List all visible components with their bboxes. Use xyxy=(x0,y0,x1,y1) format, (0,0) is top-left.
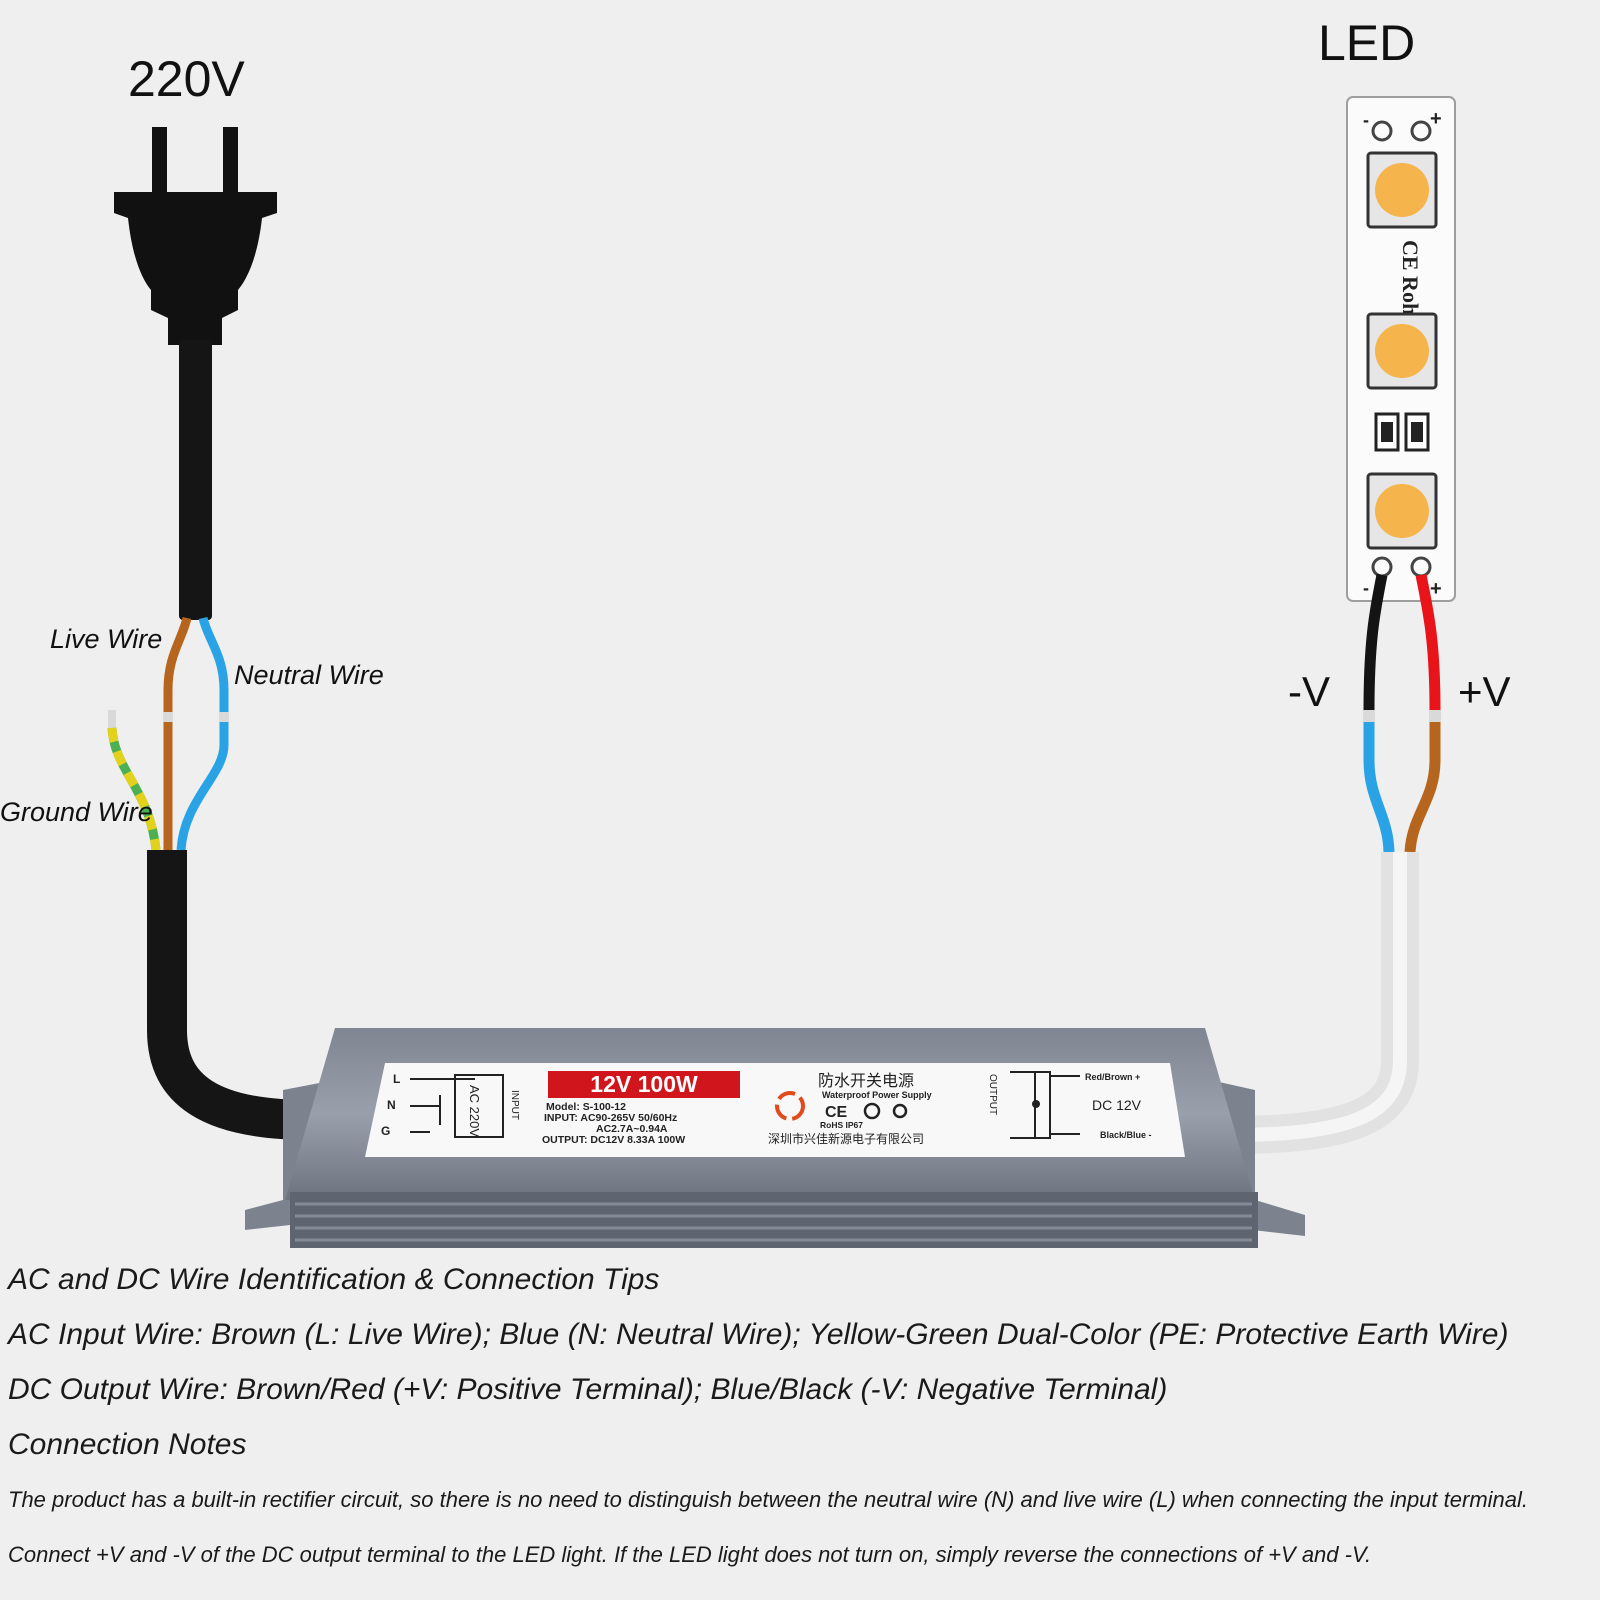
led-chip-1 xyxy=(1366,151,1438,229)
ac-input-note: AC Input Wire: Brown (L: Live Wire); Blu… xyxy=(8,1318,1509,1351)
dc-block-label: DC 12V xyxy=(1092,1097,1142,1113)
led-chip-3 xyxy=(1366,472,1438,550)
ce-mark: CE xyxy=(825,1104,848,1121)
terminal-l: L xyxy=(393,1072,400,1086)
resistors xyxy=(1374,412,1430,452)
voltage-label: 220V xyxy=(128,51,245,107)
led-strip: - + CE Rohs - + xyxy=(1346,96,1456,602)
polarity-note: Connect +V and -V of the DC output termi… xyxy=(8,1542,1372,1567)
dc-wires xyxy=(1363,573,1441,853)
strip-minus-top: - xyxy=(1363,110,1369,130)
strip-marking: CE Rohs xyxy=(1398,240,1423,324)
output-tag: OUTPUT xyxy=(987,1074,998,1115)
red-brown-label: Red/Brown + xyxy=(1085,1072,1140,1082)
dc-cable xyxy=(1229,852,1419,1154)
strip-minus-bottom: - xyxy=(1363,578,1369,598)
notes-heading-identification: AC and DC Wire Identification & Connecti… xyxy=(8,1263,660,1296)
psu-output: OUTPUT: DC12V 8.33A 100W xyxy=(542,1134,685,1146)
psu-input-current: AC2.7A~0.94A xyxy=(596,1123,668,1135)
ac-cable-upper xyxy=(179,340,212,620)
ac-cable-lower xyxy=(147,850,311,1140)
neutral-wire-label: Neutral Wire xyxy=(234,660,384,690)
psu-label: L N G AC 220V INPUT 12V 100W Model: S-10… xyxy=(365,1063,1185,1157)
notes-heading-connection: Connection Notes xyxy=(8,1428,247,1461)
strip-plus-top: + xyxy=(1430,108,1442,130)
terminal-g: G xyxy=(381,1124,390,1138)
power-supply-unit: L N G AC 220V INPUT 12V 100W Model: S-10… xyxy=(245,1028,1305,1248)
notes-section: AC and DC Wire Identification & Connecti… xyxy=(8,1252,1593,1582)
input-tag: INPUT xyxy=(509,1090,520,1120)
ac-block-label: AC 220V xyxy=(467,1085,482,1137)
power-plug-icon xyxy=(114,127,277,345)
positive-v-label: +V xyxy=(1458,668,1511,715)
company-name: 深圳市兴佳新源电子有限公司 xyxy=(768,1131,924,1146)
live-wire-label: Live Wire xyxy=(50,624,162,654)
negative-v-label: -V xyxy=(1288,668,1330,715)
rohs-text: RoHS IP67 xyxy=(820,1120,863,1130)
rectifier-note: The product has a built-in rectifier cir… xyxy=(8,1487,1528,1512)
led-chip-2 xyxy=(1366,312,1438,390)
psu-english-title: Waterproof Power Supply xyxy=(822,1090,932,1100)
psu-input: INPUT: AC90-265V 50/60Hz xyxy=(544,1112,677,1124)
strip-plus-bottom: + xyxy=(1430,578,1442,600)
black-blue-label: Black/Blue - xyxy=(1100,1130,1152,1140)
psu-chinese-title: 防水开关电源 xyxy=(818,1071,914,1090)
ground-wire-label: Ground Wire xyxy=(0,797,153,827)
psu-model: Model: S-100-12 xyxy=(546,1101,626,1113)
ac-wires xyxy=(107,616,229,851)
psu-title: 12V 100W xyxy=(590,1071,698,1097)
terminal-n: N xyxy=(387,1098,396,1112)
led-label: LED xyxy=(1318,15,1415,71)
dc-output-note: DC Output Wire: Brown/Red (+V: Positive … xyxy=(8,1373,1168,1406)
brand-logo-icon xyxy=(775,1091,805,1121)
